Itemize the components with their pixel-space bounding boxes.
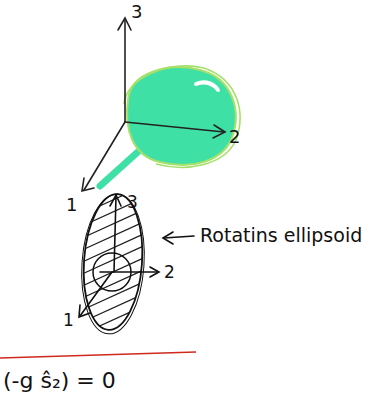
axis-label: 2	[229, 128, 240, 146]
callout-text: Rotatins ellipsoid	[200, 226, 362, 245]
axes	[82, 18, 225, 191]
axis-label: 2	[229, 126, 240, 147]
axis-label: 1	[66, 194, 77, 215]
axis-label: 1	[63, 312, 74, 329]
axis-label: 3	[131, 1, 142, 22]
axis-label: 2	[164, 264, 175, 281]
axes	[79, 195, 159, 317]
axis-label: 1	[63, 310, 74, 330]
axis-label: 3	[127, 192, 138, 212]
green-body	[100, 66, 240, 186]
axis-label: 3	[127, 194, 138, 211]
ground-line	[0, 352, 196, 358]
callout-text: Rotatins ellipsoid	[200, 224, 362, 246]
axis-label: 3	[131, 3, 142, 21]
pointer-arrow	[163, 232, 194, 244]
equation: (-g ŝ₂) = 0	[3, 368, 116, 393]
rotation-ellipsoid	[60, 150, 170, 380]
axis-label: 1	[66, 196, 77, 214]
axis-label: 2	[164, 262, 175, 282]
equation: (-g ŝ₂) = 0	[3, 370, 116, 392]
